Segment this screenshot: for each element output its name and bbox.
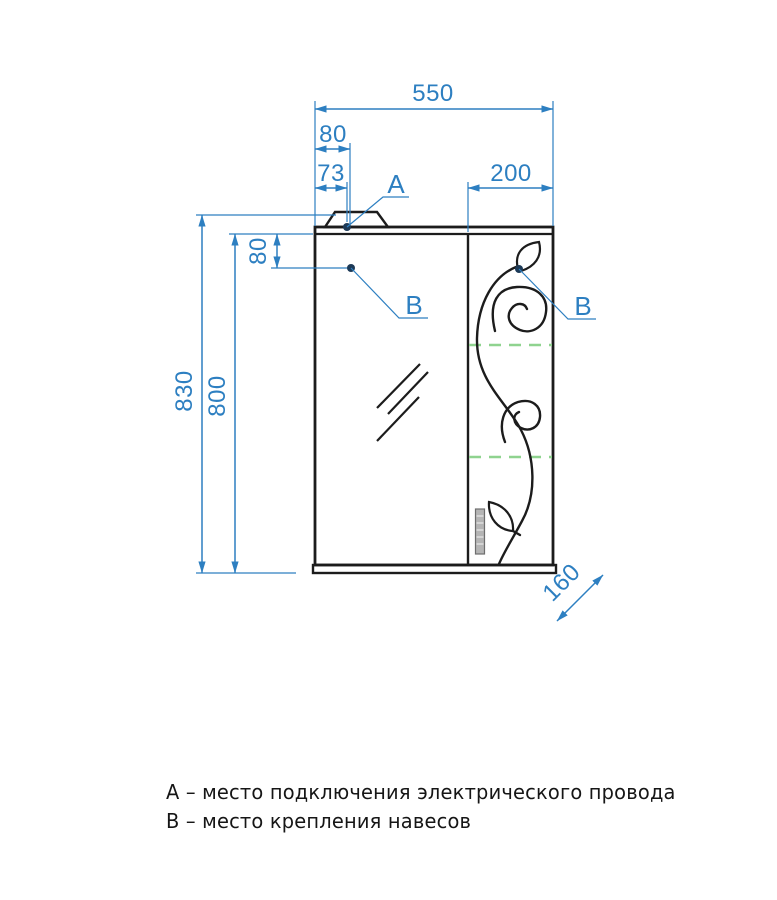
dimension-line <box>556 574 604 622</box>
dim-lamp-offset: 80 <box>314 121 351 226</box>
dim-hinge-top-offset: 80 <box>245 233 348 269</box>
door-ornament <box>475 240 548 566</box>
dim-body-height: 800 <box>196 233 313 574</box>
cabinet-outline <box>311 210 558 575</box>
dim-total-width: 550 <box>314 80 554 226</box>
ornament-leaf-stem <box>511 529 522 537</box>
marker-a: А <box>343 169 409 231</box>
dim-total-width-label: 550 <box>412 80 454 107</box>
leader-line <box>518 268 596 320</box>
lamp-housing <box>322 210 391 229</box>
dim-total-height-label: 830 <box>171 370 198 412</box>
point-b-left-label: В <box>405 290 422 320</box>
dim-hinge-top-offset-label: 80 <box>245 237 272 265</box>
dim-door-width: 200 <box>467 160 554 232</box>
dim-lamp-offset-label: 80 <box>319 121 347 148</box>
mirror-glare-icon <box>376 363 429 442</box>
shelf-lines <box>469 343 552 459</box>
legend-line-a: А – место подключения электрического про… <box>166 780 676 804</box>
cabinet-bottom-plinth <box>311 563 558 575</box>
leader-line <box>346 196 409 228</box>
dim-body-height-label: 800 <box>204 375 231 417</box>
dim-depth: 160 <box>537 558 604 622</box>
point-a-label: А <box>387 169 405 199</box>
marker-b-right: В <box>515 265 596 321</box>
door-handle <box>474 508 486 555</box>
dim-total-height: 830 <box>171 214 336 574</box>
dim-wire-offset: 73 <box>314 160 348 222</box>
point-b-right-label: В <box>574 291 591 321</box>
ornament-middle-spiral <box>500 399 542 444</box>
ornament-bottom-leaf <box>487 500 515 533</box>
dim-door-width-label: 200 <box>490 160 532 187</box>
legend-line-b: В – место крепления навесов <box>166 809 472 833</box>
handle-bar <box>474 508 486 555</box>
ornament-top-spiral <box>491 285 548 333</box>
glare-line <box>376 363 421 409</box>
glare-line <box>376 396 420 442</box>
cabinet-body <box>313 225 555 567</box>
ornament-top-leaf <box>515 240 542 273</box>
leader-line <box>350 267 428 319</box>
glare-line <box>387 371 429 415</box>
marker-b-left: В <box>347 264 428 320</box>
dim-wire-offset-label: 73 <box>317 160 345 187</box>
legend: А – место подключения электрического про… <box>166 778 676 836</box>
